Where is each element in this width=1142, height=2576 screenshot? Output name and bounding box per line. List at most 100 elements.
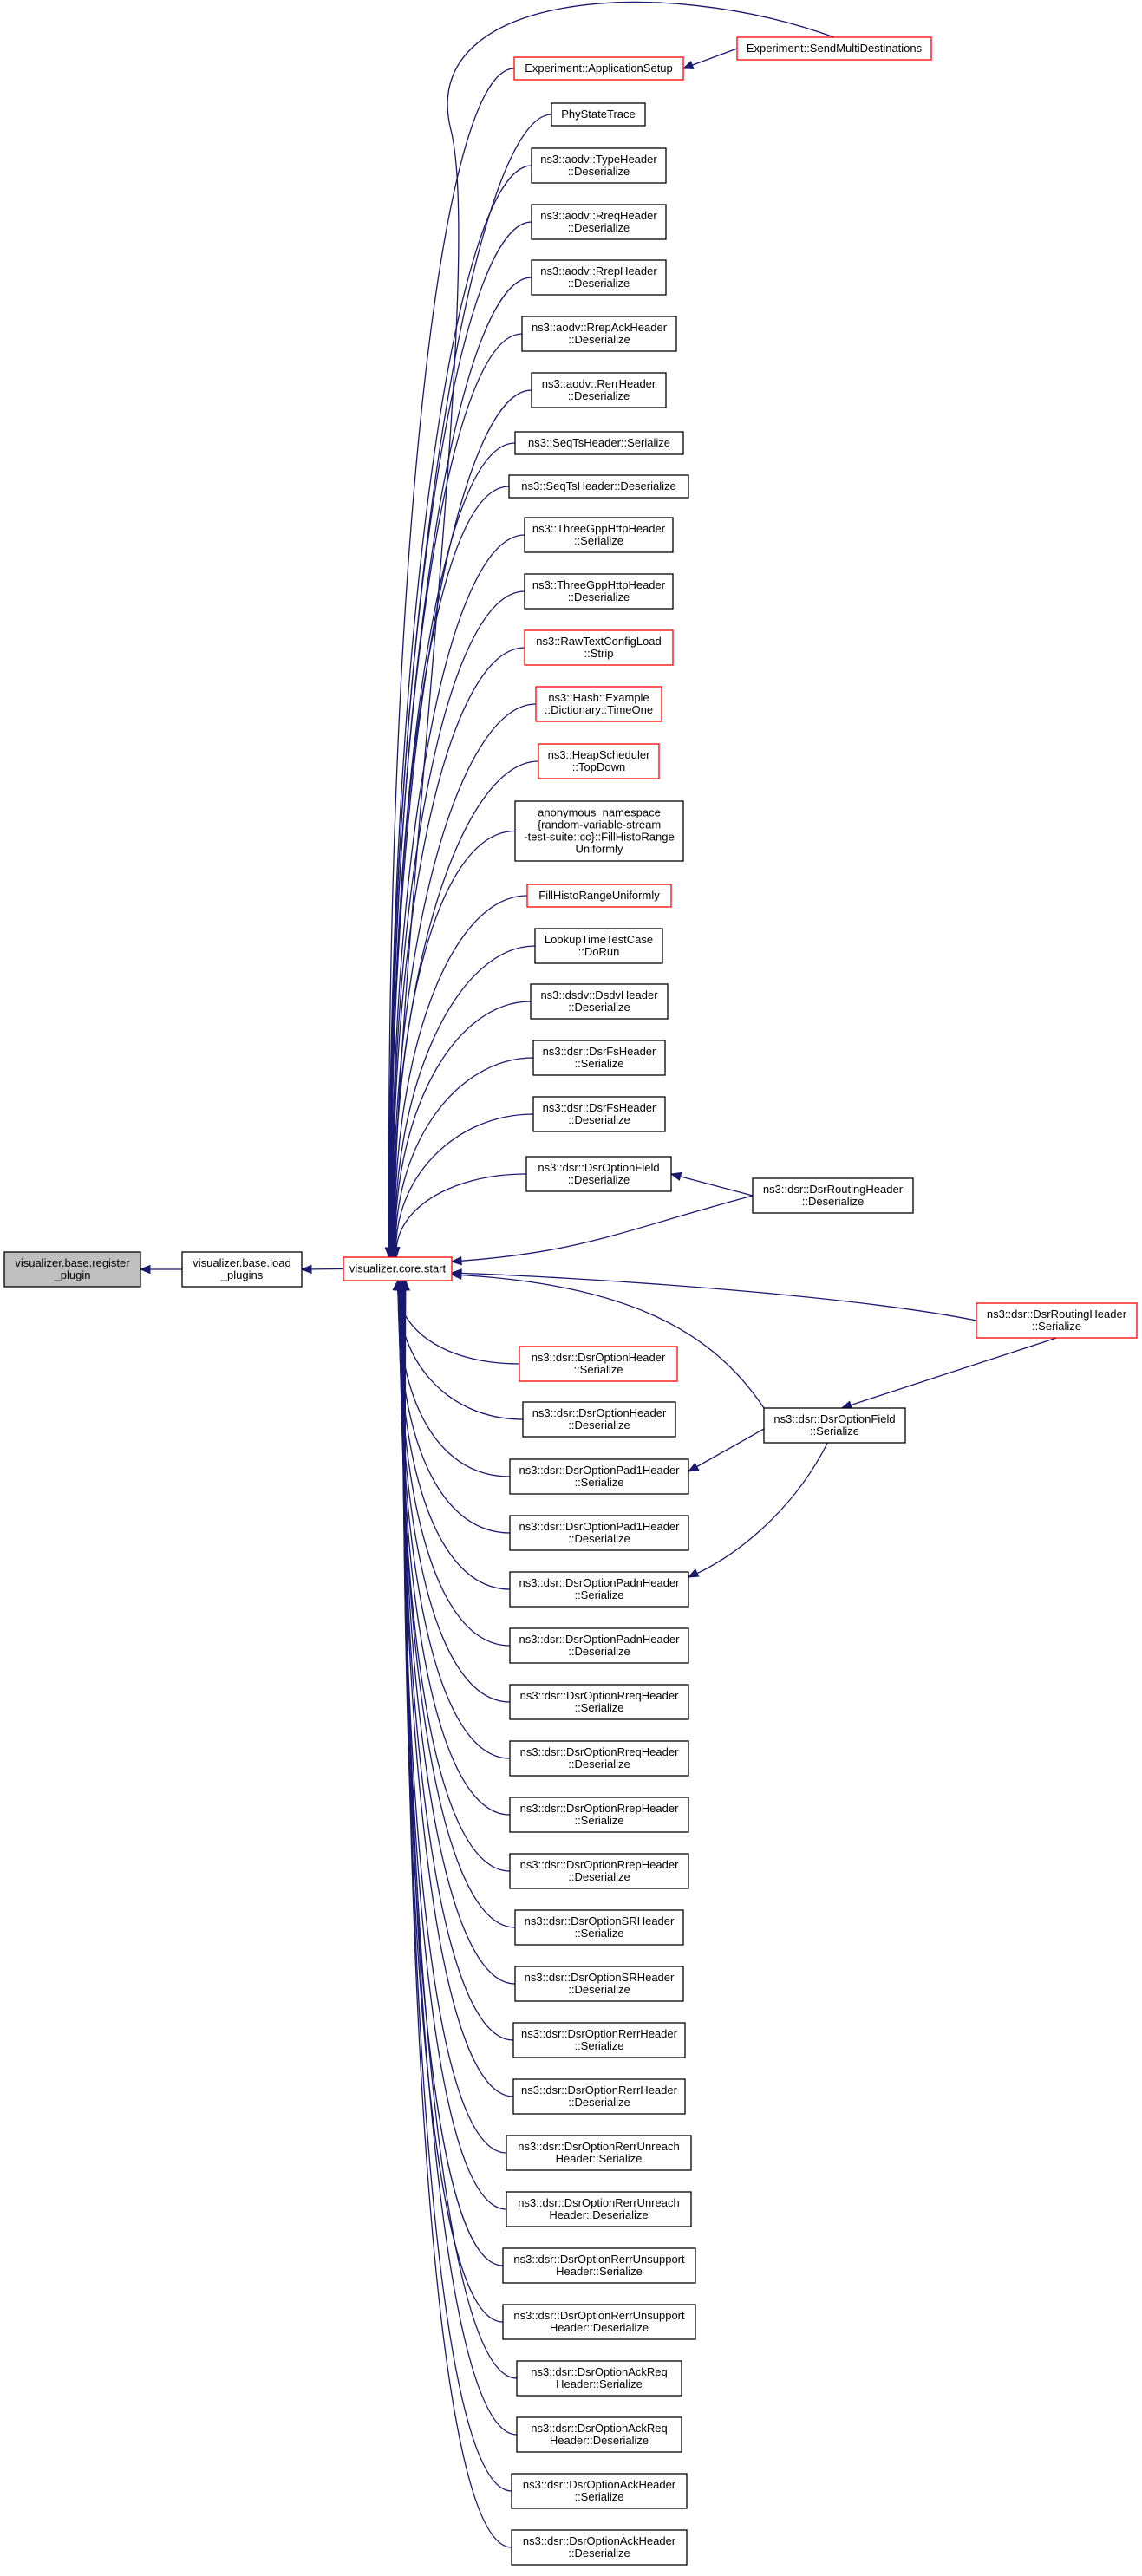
graph-node[interactable]: ns3::dsr::DsrOptionRreqHeader::Deseriali…: [509, 1740, 689, 1777]
graph-node[interactable]: ns3::dsr::DsrOptionRreqHeader::Serialize: [509, 1684, 689, 1720]
graph-node-box: [511, 2473, 688, 2509]
graph-node[interactable]: ns3::dsr::DsrOptionPad1Header::Deseriali…: [509, 1515, 689, 1551]
graph-node[interactable]: visualizer.base.load_plugins: [181, 1251, 303, 1288]
graph-edge: [451, 1274, 765, 1409]
graph-node[interactable]: ns3::aodv::TypeHeader::Deserialize: [531, 147, 667, 184]
graph-node-label: ::Deserialize: [568, 1532, 630, 1545]
graph-node[interactable]: ns3::aodv::RrepHeader::Deserialize: [531, 259, 667, 296]
graph-node[interactable]: ns3::aodv::RerrHeader::Deserialize: [531, 372, 667, 408]
graph-node-label: ns3::dsr::DsrOptionRreqHeader: [520, 1689, 679, 1702]
graph-node-label: FillHistoRangeUniformly: [538, 889, 660, 902]
graph-node-label: ns3::dsr::DsrOptionRerrUnsupport: [513, 2253, 685, 2266]
graph-node[interactable]: ns3::Hash::Example::Dictionary::TimeOne: [535, 686, 662, 722]
graph-node[interactable]: ns3::aodv::RreqHeader::Deserialize: [531, 204, 667, 240]
graph-node-label: ::Deserialize: [568, 1645, 630, 1658]
graph-node[interactable]: ns3::dsr::DsrOptionRrepHeader::Serialize: [509, 1797, 689, 1833]
graph-node-box: [531, 204, 667, 240]
graph-node[interactable]: ns3::dsr::DsrOptionRerrUnsupportHeader::…: [502, 2304, 696, 2340]
graph-edge: [395, 1057, 534, 1258]
graph-edge: [393, 1, 835, 1258]
graph-edge: [670, 1173, 754, 1197]
graph-node[interactable]: visualizer.core.start: [343, 1256, 453, 1281]
graph-node[interactable]: ns3::dsr::DsrOptionPadnHeader::Serialize: [509, 1571, 689, 1608]
graph-node[interactable]: ns3::dsr::DsrOptionField::Serialize: [763, 1407, 906, 1444]
graph-node[interactable]: anonymous_namespace{random-variable-stre…: [514, 800, 684, 862]
graph-node[interactable]: ns3::dsr::DsrOptionPadnHeader::Deseriali…: [509, 1627, 689, 1664]
graph-node[interactable]: ns3::dsr::DsrOptionAckReqHeader::Deseria…: [516, 2416, 682, 2453]
graph-node[interactable]: Experiment::ApplicationSetup: [513, 56, 684, 81]
graph-edge: [391, 534, 525, 1258]
graph-node[interactable]: ns3::dsr::DsrFsHeader::Serialize: [532, 1040, 666, 1076]
graph-node-label: ns3::ThreeGppHttpHeader: [532, 522, 666, 535]
edge-arrowhead: [139, 1264, 151, 1275]
graph-node-box: [531, 147, 667, 184]
graph-node[interactable]: ns3::ThreeGppHttpHeader::Deserialize: [524, 573, 674, 610]
graph-node[interactable]: ns3::dsr::DsrOptionAckHeader::Serialize: [511, 2473, 688, 2509]
graph-node[interactable]: ns3::dsr::DsrOptionAckHeader::Deserializ…: [511, 2529, 688, 2566]
graph-node-box: [532, 1096, 666, 1132]
graph-node[interactable]: ns3::dsr::DsrOptionHeader::Deserialize: [522, 1401, 676, 1438]
graph-node[interactable]: ns3::dsr::DsrOptionRerrUnreachHeader::Se…: [506, 2135, 692, 2171]
graph-node[interactable]: ns3::HeapScheduler::TopDown: [538, 743, 660, 779]
graph-node-label: ::Deserialize: [568, 1758, 630, 1771]
graph-node-box: [509, 1627, 689, 1664]
graph-node[interactable]: ns3::dsr::DsrOptionField::Deserialize: [525, 1156, 672, 1192]
graph-edge: [394, 945, 536, 1258]
graph-node-box: [736, 36, 932, 61]
graph-node[interactable]: ns3::ThreeGppHttpHeader::Serialize: [524, 517, 674, 553]
graph-node[interactable]: ns3::dsr::DsrOptionRerrUnsupportHeader::…: [502, 2247, 696, 2284]
graph-node[interactable]: PhyStateTrace: [551, 102, 646, 127]
graph-node[interactable]: ns3::dsr::DsrRoutingHeader::Deserialize: [752, 1177, 914, 1214]
graph-node[interactable]: ns3::dsr::DsrRoutingHeader::Serialize: [976, 1302, 1138, 1339]
graph-node-label: ::Deserialize: [568, 590, 630, 603]
graph-node-label: ns3::dsr::DsrRoutingHeader: [763, 1183, 904, 1196]
graph-node[interactable]: ns3::dsr::DsrFsHeader::Deserialize: [532, 1096, 666, 1132]
graph-node[interactable]: FillHistoRangeUniformly: [526, 884, 672, 908]
graph-node[interactable]: ns3::SeqTsHeader::Deserialize: [508, 474, 689, 499]
graph-edge: [395, 1173, 527, 1258]
graph-node-label: ns3::dsr::DsrOptionRerrHeader: [521, 2084, 678, 2097]
graph-node-box: [532, 1040, 666, 1076]
graph-node-label: ::Strip: [584, 647, 614, 660]
graph-node-box: [535, 686, 662, 722]
graph-edge: [404, 1280, 512, 2548]
graph-node[interactable]: ns3::aodv::RrepAckHeader::Deserialize: [521, 316, 677, 352]
graph-node-label: PhyStateTrace: [561, 108, 636, 121]
graph-node[interactable]: ns3::dsr::DsrOptionSRHeader::Deserialize: [514, 1966, 684, 2002]
graph-node[interactable]: ns3::dsr::DsrOptionSRHeader::Serialize: [514, 1909, 684, 1946]
graph-node-label: ::Deserialize: [568, 389, 630, 402]
graph-node[interactable]: LookupTimeTestCase::DoRun: [534, 928, 663, 964]
edge-arrowhead: [687, 1462, 700, 1472]
graph-node[interactable]: ns3::dsr::DsrOptionRerrUnreachHeader::De…: [506, 2191, 692, 2227]
graph-node-box: [509, 1853, 689, 1889]
graph-node[interactable]: Experiment::SendMultiDestinations: [736, 36, 932, 61]
graph-node[interactable]: ns3::dsr::DsrOptionRerrHeader::Serialize: [512, 2022, 686, 2058]
graph-edge: [401, 1280, 516, 1928]
graph-node[interactable]: ns3::dsr::DsrOptionRerrHeader::Deseriali…: [512, 2078, 686, 2115]
graph-node[interactable]: ns3::dsr::DsrOptionPad1Header::Serialize: [509, 1458, 689, 1495]
graph-node-label: ns3::dsr::DsrOptionAckReq: [531, 2365, 668, 2378]
graph-node-box: [530, 983, 669, 1020]
graph-node[interactable]: ns3::dsr::DsrOptionAckReqHeader::Seriali…: [516, 2360, 682, 2397]
graph-node-label: Experiment::ApplicationSetup: [525, 62, 673, 75]
edge-arrowhead: [682, 61, 695, 69]
graph-node[interactable]: ns3::dsdv::DsdvHeader::Deserialize: [530, 983, 669, 1020]
graph-node-box: [514, 1909, 684, 1946]
graph-node-box: [531, 372, 667, 408]
graph-node[interactable]: ns3::dsr::DsrOptionRrepHeader::Deseriali…: [509, 1853, 689, 1889]
graph-node-box: [509, 1571, 689, 1608]
graph-node-label: Header::Serialize: [556, 2152, 643, 2165]
graph-node-label: Header::Deserialize: [550, 2434, 649, 2447]
graph-node[interactable]: ns3::SeqTsHeader::Serialize: [514, 431, 684, 455]
graph-node[interactable]: ns3::dsr::DsrOptionHeader::Serialize: [519, 1346, 678, 1382]
graph-node-label: ::Serialize: [574, 2039, 623, 2052]
graph-edge: [402, 1280, 504, 2323]
graph-node-label: ns3::dsr::DsrOptionSRHeader: [525, 1914, 675, 1927]
graph-node-label: ::Deserialize: [568, 165, 630, 178]
graph-node-label: visualizer.base.load: [193, 1256, 290, 1269]
graph-node-box: [524, 573, 674, 610]
graph-node-box: [506, 2135, 692, 2171]
graph-node-label: ns3::dsr::DsrOptionRrepHeader: [520, 1802, 679, 1815]
graph-node[interactable]: ns3::RawTextConfigLoad::Strip: [524, 629, 674, 666]
graph-node-box: [519, 1346, 678, 1382]
